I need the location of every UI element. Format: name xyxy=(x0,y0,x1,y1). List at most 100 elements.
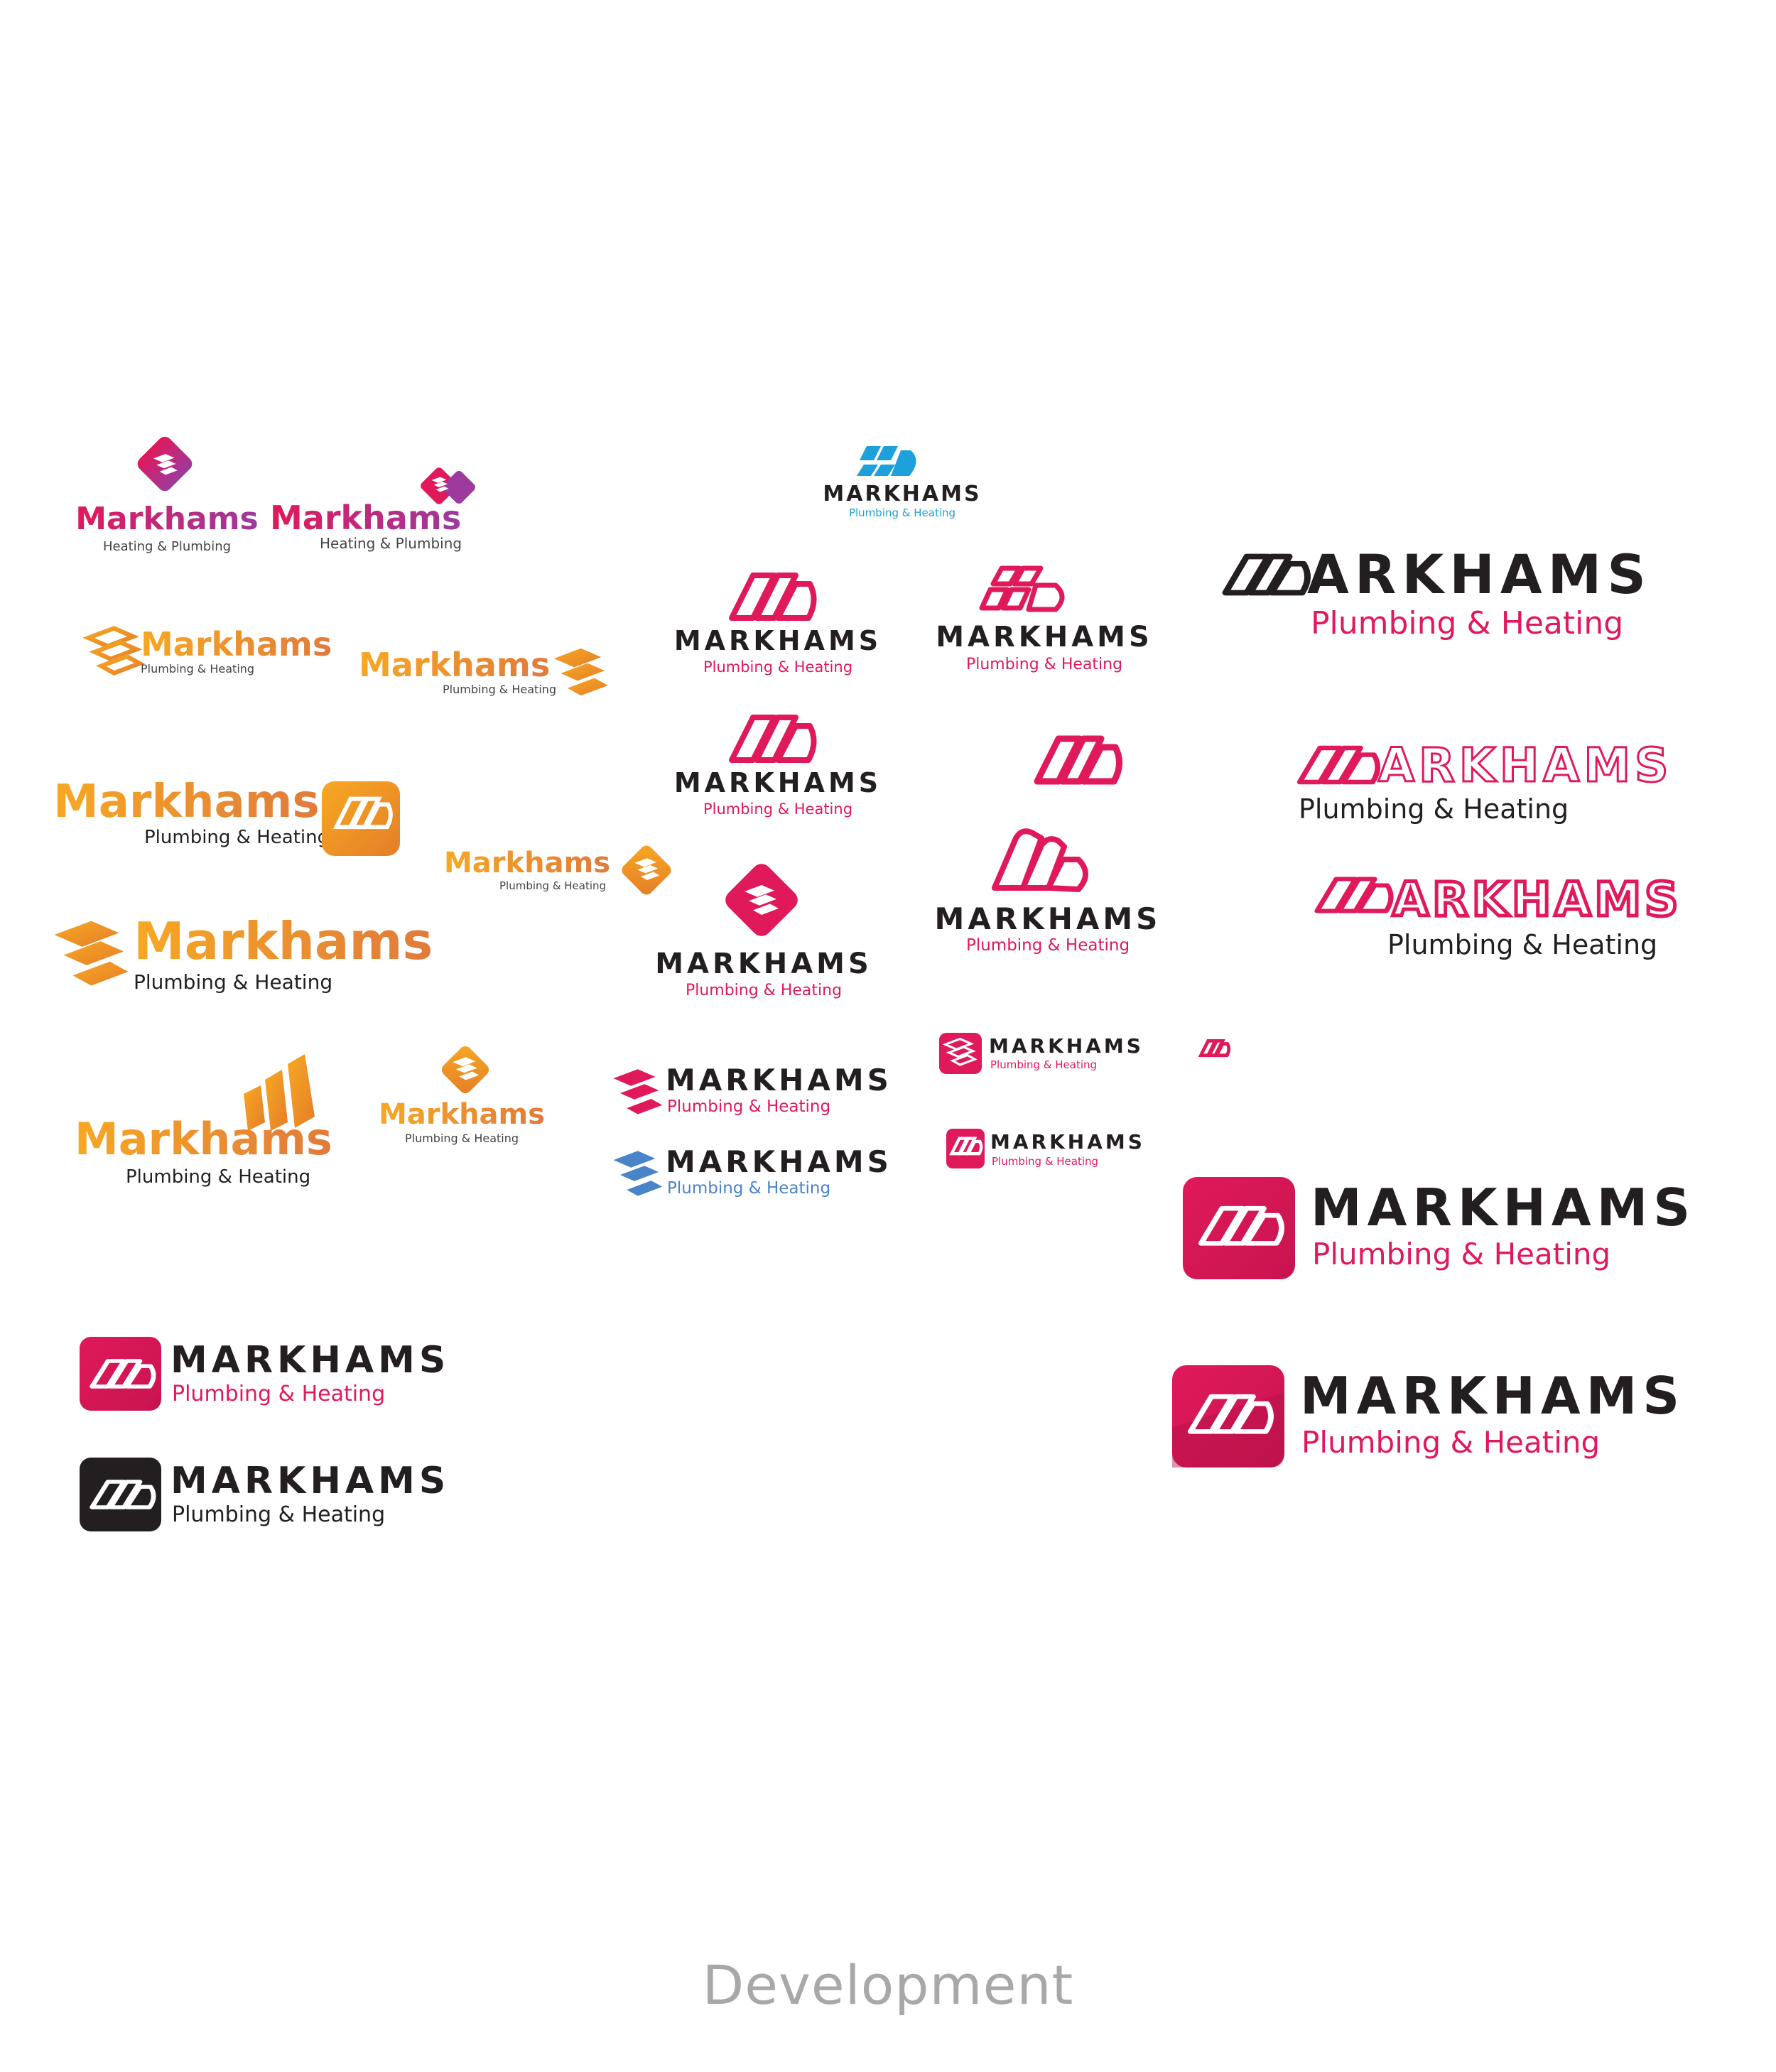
logo-variant-14: MARKHAMS Plumbing & Heating xyxy=(916,824,1179,959)
logo-name: MARKHAMS xyxy=(674,767,882,798)
small-m-icon xyxy=(1201,1041,1228,1055)
logo-variant-6: MARKHAMS Plumbing & Heating xyxy=(668,561,888,682)
logo-name: MARKHAMS xyxy=(170,1339,450,1382)
logo-name: MARKHAMS xyxy=(666,1144,892,1179)
logo-tagline: Plumbing & Heating xyxy=(172,1502,385,1527)
logo-tagline: Plumbing & Heating xyxy=(405,1132,519,1145)
logo-tagline: Plumbing & Heating xyxy=(1312,1237,1610,1271)
outline-m-icon xyxy=(732,717,814,760)
logo-tagline: Plumbing & Heating xyxy=(686,982,842,999)
logo-variant-18: MARKHAMS Plumbing & Heating xyxy=(938,1030,1172,1080)
logo-name: Markhams xyxy=(75,1113,332,1165)
logo-name: MARKHAMS xyxy=(936,621,1153,653)
logo-tagline: Plumbing & Heating xyxy=(172,1382,385,1406)
outline-m-wordmark-icon xyxy=(1225,557,1308,593)
logo-name: Markhams xyxy=(141,625,332,663)
logo-name: MARKHAMS xyxy=(935,901,1162,936)
logo-name: Markhams xyxy=(134,911,433,971)
logo-tagline: Plumbing & Heating xyxy=(990,1058,1097,1071)
logo-name: Markhams xyxy=(75,501,259,537)
rising-bars-icon xyxy=(244,1054,315,1131)
stacked-blocks-icon xyxy=(89,629,140,673)
logo-tagline: Plumbing & Heating xyxy=(1311,605,1623,641)
logo-variant-13: Markhams Plumbing & Heating xyxy=(444,838,686,909)
logo-name: MARKHAMS xyxy=(666,1063,892,1097)
logo-variant-9: Markhams Plumbing & Heating xyxy=(53,774,408,867)
logo-variant-17: MARKHAMS Plumbing & Heating xyxy=(636,863,892,1005)
rounded-square-blocks-icon xyxy=(939,1033,982,1074)
outline-m-wordmark-icon xyxy=(1317,879,1391,911)
logo-tagline: Plumbing & Heating xyxy=(667,1179,830,1198)
outline-m-icon xyxy=(732,575,814,618)
logo-variant-23: MARKHAMS Plumbing & Heating xyxy=(945,1126,1179,1176)
logo-tagline: Plumbing & Heating xyxy=(849,506,955,519)
stacked-blocks-icon xyxy=(610,1067,666,1117)
logo-name: MARKHAMS xyxy=(990,1130,1145,1154)
outline-m-icon xyxy=(1037,739,1120,781)
stacked-blocks-icon xyxy=(54,921,129,986)
logo-name: MARKHAMS xyxy=(674,625,882,656)
logo-name: MARKHAMS xyxy=(655,948,872,980)
logo-variant-4: Markhams Plumbing & Heating xyxy=(85,622,341,693)
logo-tagline: Plumbing & Heating xyxy=(499,879,606,892)
rounded-square-m-icon xyxy=(80,1458,161,1531)
logo-variant-11 xyxy=(1023,725,1144,796)
logo-tagline: Plumbing & Heating xyxy=(703,658,852,676)
stacked-blocks-icon xyxy=(553,648,608,696)
logo-name: Markhams xyxy=(379,1098,545,1131)
logo-tagline: Plumbing & Heating xyxy=(1387,929,1657,960)
logo-variant-19 xyxy=(1197,1036,1233,1068)
logo-variant-24: MARKHAMS Plumbing & Heating xyxy=(607,1144,920,1208)
logo-tagline: Plumbing & Heating xyxy=(141,662,254,676)
logo-name: Markhams xyxy=(270,499,461,537)
logo-variant-20: Markhams Plumbing & Heating xyxy=(75,1051,352,1193)
logo-tagline: Plumbing & Heating xyxy=(966,656,1122,673)
logo-name: ARKHAMS xyxy=(1378,738,1673,793)
logo-variant-12: ARKHAMS Plumbing & Heating xyxy=(1293,737,1698,831)
logo-variant-26: MARKHAMS Plumbing & Heating xyxy=(80,1335,492,1414)
logo-variant-5: Markhams Plumbing & Heating xyxy=(359,639,622,710)
logo-tagline: Heating & Plumbing xyxy=(320,535,462,552)
logo-variant-3: MARKHAMS Plumbing & Heating xyxy=(810,440,995,526)
logo-name: MARKHAMS xyxy=(170,1460,450,1502)
diamond-badge-icon xyxy=(441,1046,489,1094)
logo-name: Markhams xyxy=(53,776,320,828)
logo-name: MARKHAMS xyxy=(989,1034,1144,1058)
logo-name: MARKHAMS xyxy=(1311,1178,1696,1237)
logo-name: ARKHAMS xyxy=(1392,872,1682,927)
rounded-square-m-icon xyxy=(80,1337,161,1411)
logo-tagline: Plumbing & Heating xyxy=(144,827,329,848)
striped-m-icon xyxy=(857,446,916,476)
outline-m-icon xyxy=(992,828,1088,892)
logo-variant-27: MARKHAMS Plumbing & Heating xyxy=(80,1456,492,1534)
logo-variant-2: Markhams Heating & Plumbing xyxy=(270,462,497,561)
logo-tagline: Plumbing & Heating xyxy=(992,1155,1098,1168)
logo-tagline: Plumbing & Heating xyxy=(443,683,556,696)
logo-variant-16: Markhams Plumbing & Heating xyxy=(50,911,455,1005)
logo-variant-1: Markhams Heating & Plumbing xyxy=(75,436,259,561)
stacked-blocks-icon xyxy=(610,1149,666,1198)
logo-name: MARKHAMS xyxy=(823,482,981,506)
logo-variant-7: MARKHAMS Plumbing & Heating xyxy=(916,561,1172,682)
striped-m-icon xyxy=(979,565,1065,612)
outline-m-wordmark-icon xyxy=(1300,748,1378,782)
logo-variant-15: ARKHAMS Plumbing & Heating xyxy=(1311,870,1709,970)
logo-tagline: Plumbing & Heating xyxy=(1301,1425,1600,1460)
logo-tagline: Plumbing & Heating xyxy=(1299,793,1569,825)
logo-variant-28: MARKHAMS Plumbing & Heating xyxy=(1172,1364,1740,1470)
rounded-square-m-icon xyxy=(1172,1365,1284,1468)
diamond-badge-icon xyxy=(622,845,671,895)
rounded-square-m-icon xyxy=(946,1129,985,1168)
logo-name: MARKHAMS xyxy=(1300,1366,1685,1426)
logo-variant-8: ARKHAMS Plumbing & Heating xyxy=(1218,543,1701,650)
page-caption: Development xyxy=(702,1953,1074,2017)
logo-name: Markhams xyxy=(359,646,550,684)
rounded-square-m-icon xyxy=(1183,1177,1295,1279)
logo-variant-10: MARKHAMS Plumbing & Heating xyxy=(668,703,888,824)
logo-variant-22: MARKHAMS Plumbing & Heating xyxy=(607,1062,920,1126)
logo-tagline: Plumbing & Heating xyxy=(966,936,1130,955)
logo-variant-25: MARKHAMS Plumbing & Heating xyxy=(1183,1176,1751,1282)
diamond-badge-icon xyxy=(725,864,798,936)
diamond-badge-icon xyxy=(137,436,193,492)
logo-name: Markhams xyxy=(444,847,610,879)
